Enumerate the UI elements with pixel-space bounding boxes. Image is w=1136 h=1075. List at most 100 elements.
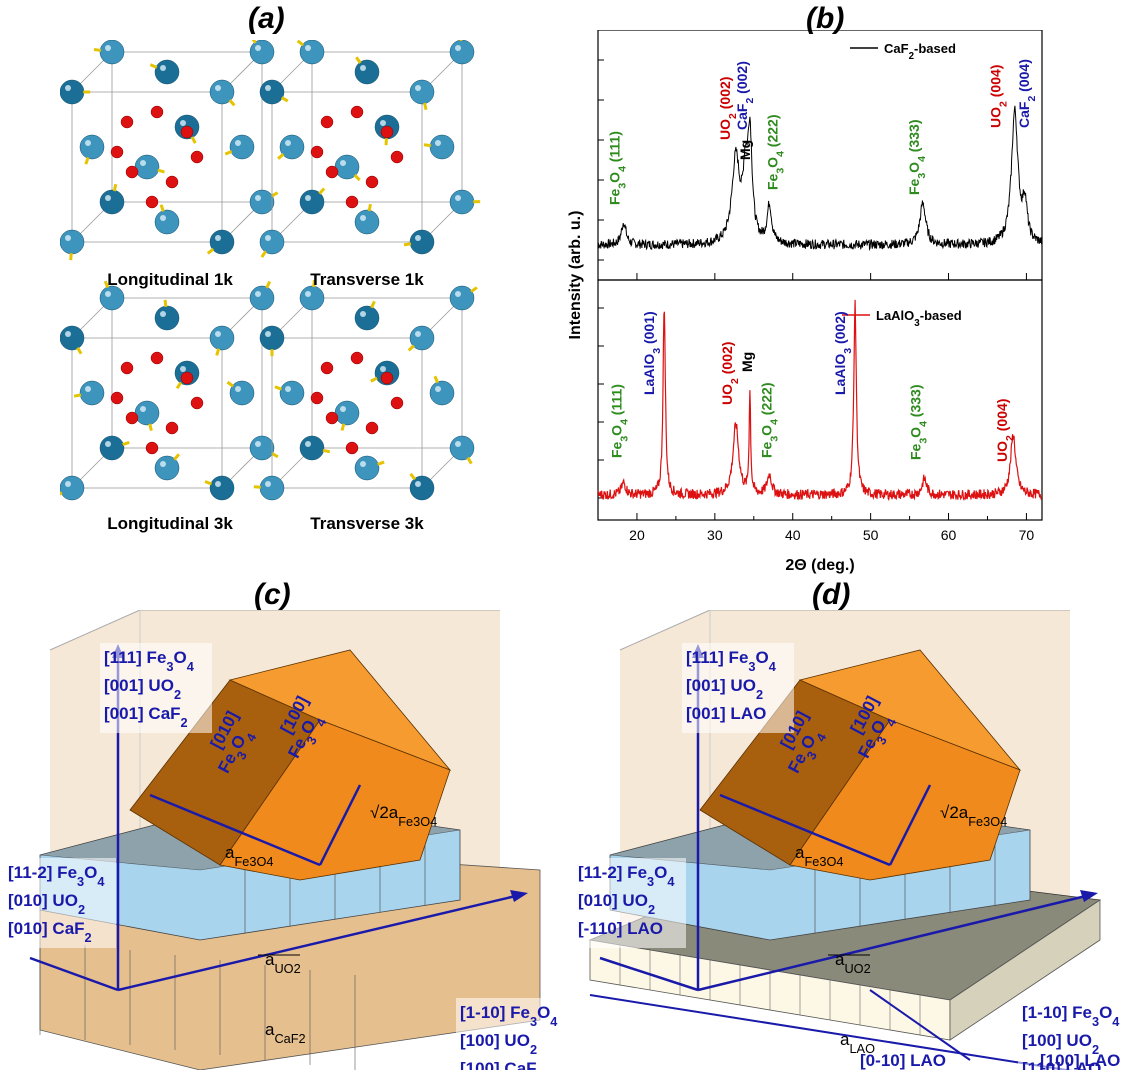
svg-text:Mg: Mg <box>739 352 755 372</box>
axis-label-text: [100] UO2 <box>460 1031 537 1057</box>
uranium-atom <box>154 59 180 85</box>
uranium-atom <box>60 229 85 255</box>
axis-label-text: [001] UO2 <box>686 676 763 702</box>
lattice-label-substrate: aCaF2 <box>265 1020 306 1046</box>
axis-label-text: [11-2] Fe3O4 <box>578 863 675 889</box>
axis-label-text: [010] UO2 <box>8 891 85 917</box>
oxygen-atom <box>380 371 394 385</box>
svg-text:Fe3O4 (333): Fe3O4 (333) <box>906 119 928 195</box>
oxygen-atom <box>320 115 334 129</box>
oxygen-atom <box>110 145 124 159</box>
oxygen-atom <box>125 411 139 425</box>
svg-text:Fe3O4: Fe3O4 <box>784 725 829 780</box>
uranium-atom <box>409 79 435 105</box>
legend-label-laalo3: LaAlO3-based <box>876 308 962 329</box>
axis-z-labels: [111] Fe3O4[001] UO2[001] LAO <box>682 643 794 733</box>
axis-label-text: [010] UO2 <box>578 891 655 917</box>
axis-fe3o4-010 <box>149 793 321 867</box>
svg-text:Fe3O4 (222): Fe3O4 (222) <box>758 382 780 458</box>
panel-label-d: (d) <box>812 578 851 611</box>
peak-label: Fe3O4 (333) <box>907 384 929 460</box>
oxygen-atom <box>180 125 194 139</box>
axis-bottom-label-1: [0-10] LAO <box>860 1051 946 1070</box>
axis-label-text: [001] LAO <box>686 704 766 723</box>
axis-left <box>29 956 119 992</box>
oxygen-atom <box>190 150 204 164</box>
uranium-atom <box>299 435 325 461</box>
lattice-label-sqrt2: √2aFe3O4 <box>370 803 437 829</box>
oxygen-atom <box>320 361 334 375</box>
axis-label-text: [1-10] Fe3O4 <box>460 1003 558 1029</box>
y-axis-label: Intensity (arb. u.) <box>567 211 584 340</box>
uranium-atom <box>79 380 105 406</box>
lattice-label-uo2: aUO2 <box>835 950 871 976</box>
uranium-atom <box>354 209 380 235</box>
oxygen-atom <box>350 105 364 119</box>
oxygen-atom <box>325 165 339 179</box>
crystal-cube <box>60 40 279 261</box>
cube-label-010: [010]Fe3O4 <box>777 708 830 780</box>
caption-transverse-1k: Transverse 1k <box>310 270 424 289</box>
uranium-atom <box>259 475 285 501</box>
uranium-atom <box>60 475 85 501</box>
uranium-atom <box>229 134 255 160</box>
axis-label-text: [11-2] Fe3O4 <box>8 863 105 889</box>
panel-label-c: (c) <box>254 578 291 611</box>
chart-frame-bottom <box>597 279 1043 521</box>
uranium-atom <box>209 325 235 351</box>
uranium-atom <box>409 229 435 255</box>
uranium-atom <box>99 435 125 461</box>
crystal-cube <box>253 279 478 501</box>
uranium-atom <box>259 79 285 105</box>
peak-label: Fe3O4 (222) <box>758 382 780 458</box>
oxygen-atom <box>150 105 164 119</box>
peak-label: Fe3O4 (111) <box>607 131 629 205</box>
x-tick-label: 40 <box>785 527 801 543</box>
svg-text:UO2 (002): UO2 (002) <box>719 342 741 405</box>
axis-fe3o4-100 <box>318 784 362 866</box>
oxygen-atom <box>350 351 364 365</box>
axis-right <box>117 893 521 992</box>
axis-label-text: [100] CaF2 <box>460 1059 544 1070</box>
lattice-label-sqrt2: √2aFe3O4 <box>940 803 1007 829</box>
peak-label: UO2 (002) <box>717 77 739 140</box>
peak-label: Fe3O4 (333) <box>906 119 928 195</box>
series-line-laalo3 <box>597 299 1043 502</box>
uranium-atom <box>209 475 235 501</box>
uranium-atom <box>354 59 380 85</box>
peak-label: CaF2 (004) <box>1016 59 1038 128</box>
uranium-atom <box>249 435 275 461</box>
axis-label-text: [110] LAO <box>1022 1059 1101 1070</box>
axis-right-labels: [1-10] Fe3O4[100] UO2[110] LAO <box>1018 998 1130 1070</box>
panel-label-a: (a) <box>248 2 285 35</box>
legend-label-caf2: CaF2-based <box>884 41 956 62</box>
axis-left-labels: [11-2] Fe3O4[010] UO2[010] CaF2 <box>4 858 116 948</box>
axis-right <box>697 893 1091 992</box>
uranium-atom <box>354 305 380 331</box>
axis-z-labels: [111] Fe3O4[001] UO2[001] CaF2 <box>100 643 212 733</box>
oxygen-atom <box>325 411 339 425</box>
oxygen-atom <box>345 441 359 455</box>
epitaxy-diagram-c: [111] Fe3O4[001] UO2[001] CaF2 [11-2] Fe3… <box>4 610 568 1070</box>
axis-fe3o4-010 <box>719 793 891 867</box>
oxygen-atom <box>120 115 134 129</box>
oxygen-atom <box>165 421 179 435</box>
lattice-label-fe3o4: aFe3O4 <box>225 843 273 869</box>
x-tick-label: 50 <box>863 527 879 543</box>
axis-label-text: [-110] LAO <box>578 919 663 938</box>
oxygen-atom <box>310 391 324 405</box>
uranium-atom <box>79 134 105 160</box>
peak-label: LaAlO3 (001) <box>641 311 663 395</box>
epitaxy-diagram-d: [111] Fe3O4[001] UO2[001] LAO[11-2] Fe3O… <box>574 610 1130 1070</box>
uranium-atom <box>249 40 275 65</box>
axis-right-labels: [1-10] Fe3O4[100] UO2 [100] CaF2 <box>456 998 568 1070</box>
svg-text:Mg: Mg <box>737 140 753 160</box>
crystal-cube <box>259 40 481 258</box>
svg-text:UO2 (004): UO2 (004) <box>988 65 1010 128</box>
svg-text:LaAlO3 (002): LaAlO3 (002) <box>832 311 854 395</box>
peak-label: Mg <box>737 140 753 160</box>
uranium-atom <box>99 40 125 65</box>
svg-text:LaAlO3 (001): LaAlO3 (001) <box>641 311 663 395</box>
oxygen-atom <box>120 361 134 375</box>
